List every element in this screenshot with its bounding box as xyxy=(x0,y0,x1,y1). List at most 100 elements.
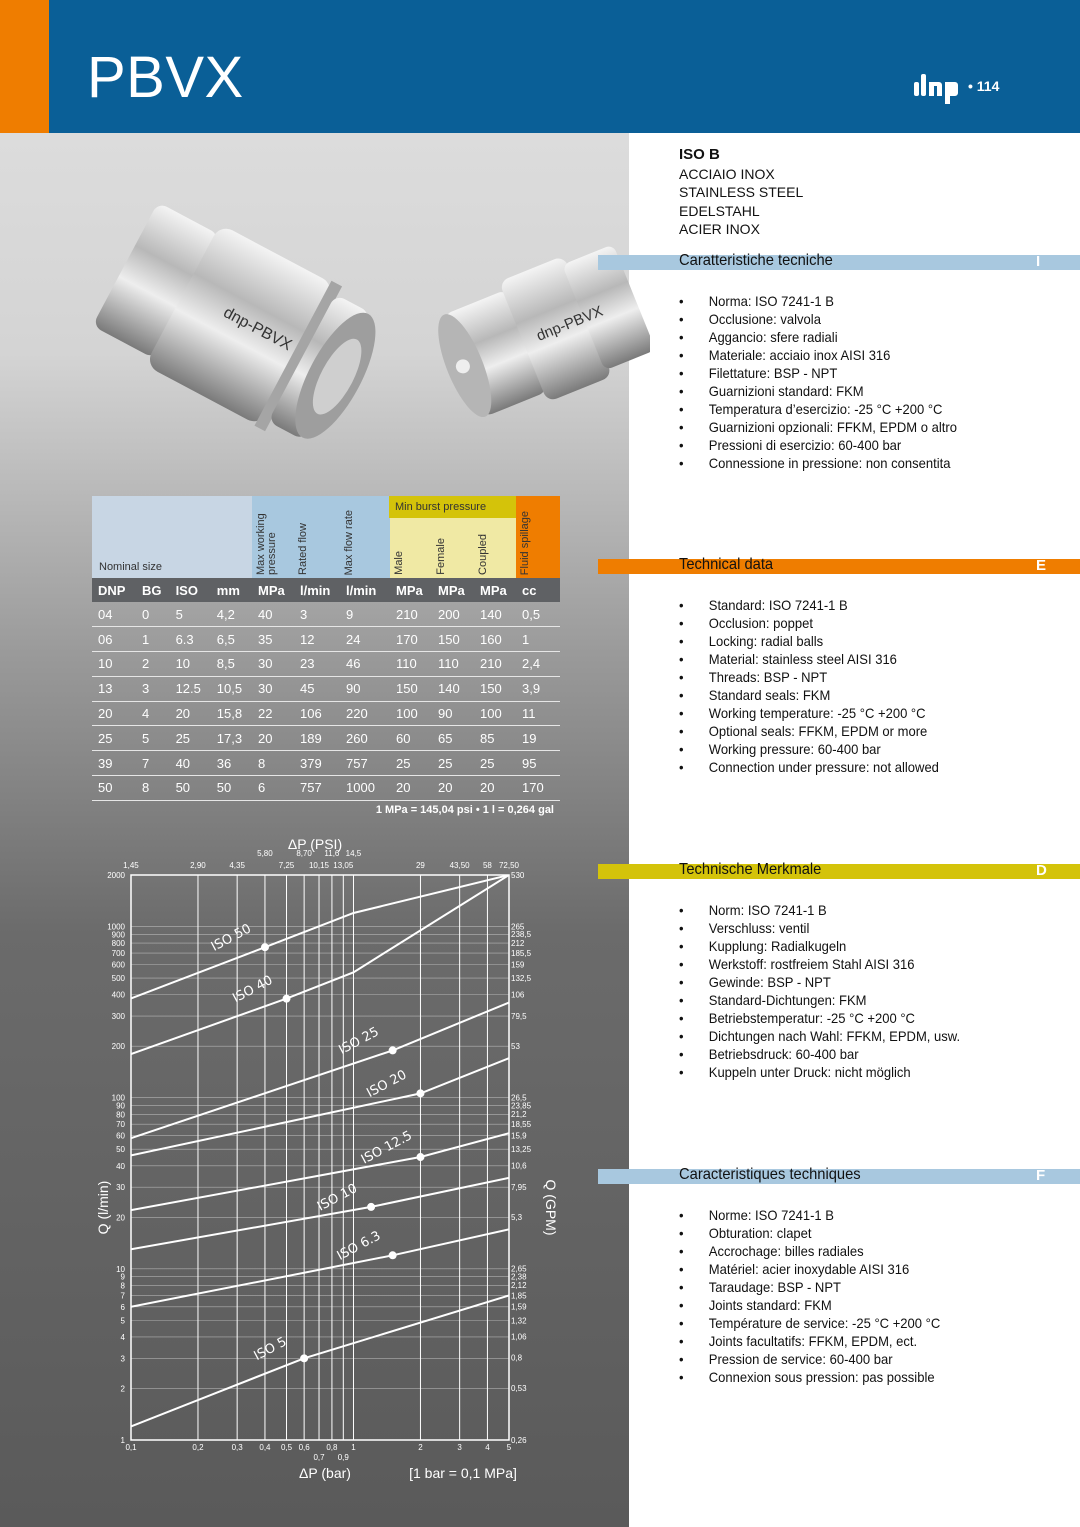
list-item: Joints facultatifs: FFKM, EPDM, ect. xyxy=(679,1332,940,1350)
y-right-tick-label: 530 xyxy=(511,871,525,880)
list-item: Kuppeln unter Druck: nicht möglich xyxy=(679,1063,960,1081)
y-right-tick-label: 106 xyxy=(511,990,525,999)
table-cell: 25 xyxy=(474,750,516,777)
table-cell: 2,4 xyxy=(516,651,560,677)
y-tick-label: 50 xyxy=(116,1145,125,1154)
table-cell: 11 xyxy=(516,701,560,727)
table-cell: 110 xyxy=(390,651,432,677)
top-tick-label: 11,6 xyxy=(324,849,340,858)
list-item: Aggancio: sfere radiali xyxy=(679,328,957,346)
unit-cell: ISO xyxy=(169,578,211,602)
table-cell: 0,5 xyxy=(516,602,560,628)
series-line xyxy=(131,1001,509,1140)
list-item: Threads: BSP - NPT xyxy=(679,668,939,686)
x-tick-label: 0,4 xyxy=(259,1443,271,1452)
list-item: Optional seals: FFKM, EPDM or more xyxy=(679,722,939,740)
list-item: Standard seals: FKM xyxy=(679,686,939,704)
table-cell: 13 xyxy=(92,676,137,702)
list-item: Norma: ISO 7241-1 B xyxy=(679,292,957,310)
top-tick-label: 10,15 xyxy=(309,861,330,870)
material-de: EDELSTAHL xyxy=(679,202,760,219)
table-cell: 30 xyxy=(252,676,294,702)
x-tick-label: 0,7 xyxy=(313,1453,325,1462)
table-cell: 5 xyxy=(136,725,170,752)
page-number: • 114 xyxy=(968,78,1000,94)
series-point xyxy=(388,1251,397,1260)
y-tick-label: 800 xyxy=(112,939,126,948)
table-cell: 10 xyxy=(169,651,211,677)
unit-cell: cc xyxy=(516,578,560,602)
unit-cell: DNP xyxy=(92,578,137,602)
y-tick-label: 6 xyxy=(121,1303,126,1312)
table-cell: 170 xyxy=(516,775,560,801)
x-tick-label: 0,6 xyxy=(299,1443,311,1452)
table-cell: 20 xyxy=(92,701,137,727)
table-cell: 25 xyxy=(169,725,211,752)
y-right-tick-label: 132,5 xyxy=(511,974,532,983)
table-cell: 12 xyxy=(294,626,340,653)
material-en: STAINLESS STEEL xyxy=(679,184,804,200)
y-tick-label: 80 xyxy=(116,1110,125,1119)
y-tick-label: 200 xyxy=(112,1042,126,1051)
table-cell: 3 xyxy=(136,676,170,702)
page-header xyxy=(0,0,1080,133)
series-point xyxy=(367,1202,376,1211)
list-item: Kupplung: Radialkugeln xyxy=(679,937,960,955)
y-tick-label: 2000 xyxy=(107,871,125,880)
list-item: Temperatura d’esercizio: -25 °C +200 °C xyxy=(679,400,957,418)
series-line xyxy=(131,875,509,1000)
unit-cell: BG xyxy=(136,578,170,602)
table-cell: 20 xyxy=(390,775,432,801)
y-tick-label: 3 xyxy=(121,1354,126,1363)
section-bar xyxy=(598,255,1080,270)
y-right-tick-label: 23,85 xyxy=(511,1101,532,1110)
list-item: Pression de service: 60-400 bar xyxy=(679,1350,940,1368)
table-cell: 1 xyxy=(136,626,170,653)
x-axis-label: ΔP (bar) xyxy=(299,1465,351,1481)
y-tick-label: 20 xyxy=(116,1213,125,1222)
list-item: Norm: ISO 7241-1 B xyxy=(679,901,960,919)
list-item: Guarnizioni opzionali: FFKM, EPDM o altr… xyxy=(679,418,957,436)
table-cell: 95 xyxy=(516,750,560,777)
series-label: ISO 20 xyxy=(364,1068,409,1101)
unit-cell: mm xyxy=(210,578,252,602)
y-right-tick-label: 0,8 xyxy=(511,1354,523,1363)
x-tick-label: 4 xyxy=(485,1443,490,1452)
section-list: Standard: ISO 7241-1 BOcclusion: poppetL… xyxy=(679,596,959,776)
y-right-tick-label: 2,12 xyxy=(511,1281,527,1290)
header-rated-flow: Rated flow xyxy=(297,523,309,575)
table-cell: 04 xyxy=(92,602,137,628)
table-cell: 160 xyxy=(474,626,516,653)
top-tick-label: 43,50 xyxy=(450,861,471,870)
table-cell: 20 xyxy=(169,701,211,727)
x-tick-label: 2 xyxy=(418,1443,423,1452)
table-cell: 39 xyxy=(92,750,137,777)
y-tick-label: 90 xyxy=(116,1102,125,1111)
section-list: Norm: ISO 7241-1 BVerschluss: ventilKupp… xyxy=(679,901,981,1081)
list-item: Werkstoff: rostfreiem Stahl AISI 316 xyxy=(679,955,960,973)
section-title: Technical data xyxy=(679,556,774,573)
y-right-tick-label: 21,2 xyxy=(511,1110,527,1119)
y-right-tick-label: 2,38 xyxy=(511,1273,527,1282)
material-fr: ACIER INOX xyxy=(679,221,760,237)
table-cell: 170 xyxy=(390,626,432,653)
table-cell: 23 xyxy=(294,651,340,677)
x-tick-label: 5 xyxy=(507,1443,512,1452)
y-tick-label: 600 xyxy=(112,960,126,969)
table-cell: 46 xyxy=(340,651,390,677)
y-tick-label: 40 xyxy=(116,1162,125,1171)
list-item: Betriebstemperatur: -25 °C +200 °C xyxy=(679,1009,960,1027)
list-item: Joints standard: FKM xyxy=(679,1296,940,1314)
y-tick-label: 7 xyxy=(121,1291,126,1300)
table-cell: 100 xyxy=(390,701,432,727)
y-tick-label: 400 xyxy=(112,991,126,1000)
header-fluid-spillage: Fluid spillage xyxy=(519,510,531,575)
list-item: Standard-Dichtungen: FKM xyxy=(679,991,960,1009)
table-cell: 1000 xyxy=(340,775,390,801)
table-cell: 757 xyxy=(340,750,390,777)
table-cell: 210 xyxy=(474,651,516,677)
table-cell: 140 xyxy=(474,602,516,628)
list-item: Température de service: -25 °C +200 °C xyxy=(679,1314,940,1332)
